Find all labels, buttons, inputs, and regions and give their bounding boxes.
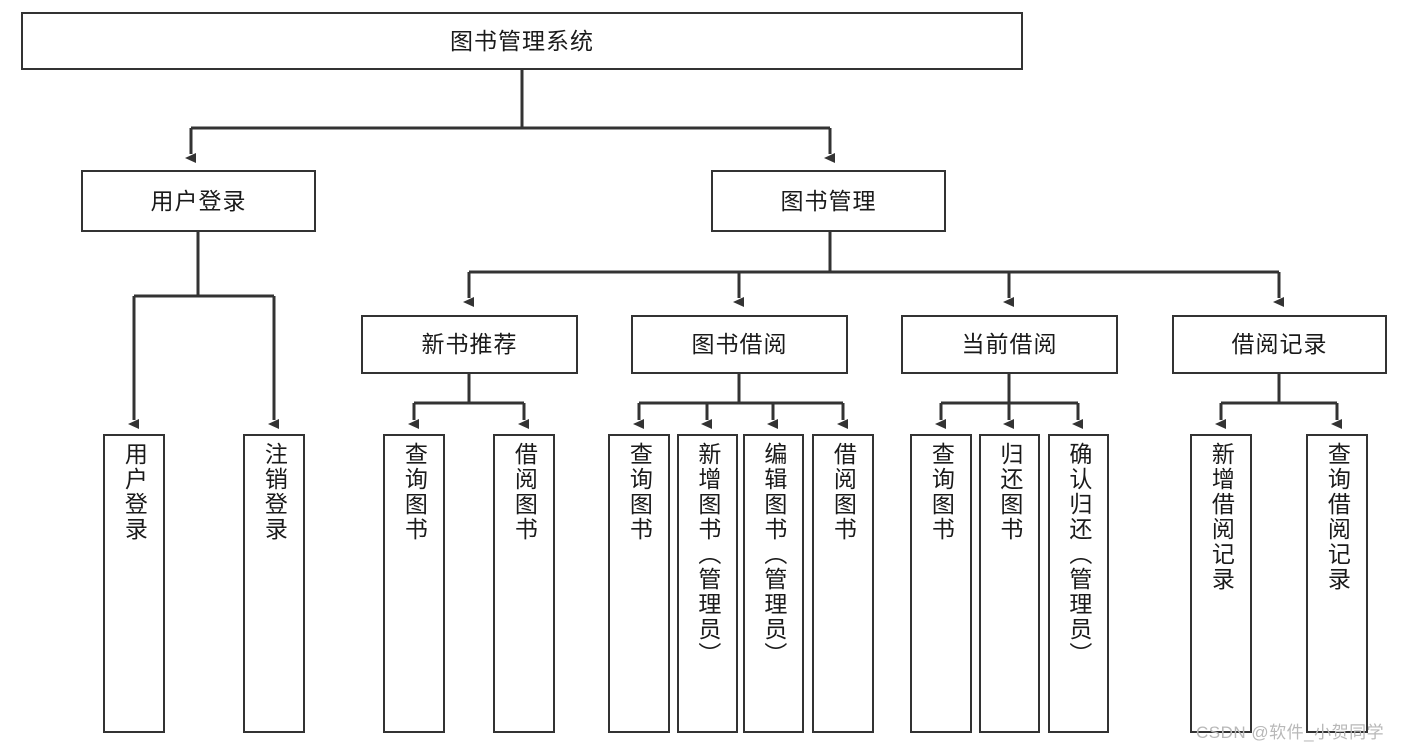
leaf-user-login-logout[interactable]: 注销登录: [243, 434, 305, 733]
leaf-current-borrow-confirm-return-admin[interactable]: 确认归还（管理员）: [1048, 434, 1109, 733]
node-new-book-recommendation[interactable]: 新书推荐: [361, 315, 578, 374]
node-label: 当前借阅: [961, 331, 1058, 358]
leaf-book-borrow-add-book-admin[interactable]: 新增图书（管理员）: [677, 434, 738, 733]
node-label: 图书借阅: [691, 331, 788, 358]
node-label: 借阅记录: [1231, 331, 1328, 358]
node-label: 注销登录: [261, 442, 288, 542]
leaf-book-borrow-query-books[interactable]: 查询图书: [608, 434, 670, 733]
leaf-book-borrow-edit-book-admin[interactable]: 编辑图书（管理员）: [743, 434, 804, 733]
node-label: 图书管理: [780, 187, 877, 214]
node-label: 用户登录: [150, 187, 247, 214]
watermark-text: CSDN @软件_小贺同学: [1196, 723, 1385, 742]
node-label: 新增图书（管理员）: [694, 442, 721, 667]
node-root-book-management-system[interactable]: 图书管理系统: [21, 12, 1023, 70]
node-book-borrow[interactable]: 图书借阅: [631, 315, 848, 374]
node-label: 编辑图书（管理员）: [760, 442, 787, 667]
node-label: 查询图书: [626, 442, 653, 542]
leaf-user-login-login[interactable]: 用户登录: [103, 434, 165, 733]
node-label: 归还图书: [996, 442, 1023, 542]
node-label: 借阅图书: [830, 442, 857, 542]
node-borrow-record[interactable]: 借阅记录: [1172, 315, 1387, 374]
leaf-current-borrow-query-books[interactable]: 查询图书: [910, 434, 972, 733]
node-book-management[interactable]: 图书管理: [711, 170, 946, 232]
node-label: 查询图书: [928, 442, 955, 542]
node-label: 借阅图书: [511, 442, 538, 542]
node-label: 新增借阅记录: [1208, 442, 1235, 592]
leaf-new-book-borrow-books[interactable]: 借阅图书: [493, 434, 555, 733]
leaf-book-borrow-borrow-books[interactable]: 借阅图书: [812, 434, 874, 733]
node-label: 图书管理系统: [450, 27, 594, 54]
leaf-borrow-record-query-record[interactable]: 查询借阅记录: [1306, 434, 1368, 733]
node-label: 确认归还（管理员）: [1065, 442, 1092, 667]
node-label: 查询借阅记录: [1324, 442, 1351, 592]
node-label: 新书推荐: [421, 331, 518, 358]
leaf-current-borrow-return-books[interactable]: 归还图书: [979, 434, 1040, 733]
node-label: 查询图书: [401, 442, 428, 542]
leaf-new-book-query-books[interactable]: 查询图书: [383, 434, 445, 733]
node-user-login[interactable]: 用户登录: [81, 170, 316, 232]
node-current-borrow[interactable]: 当前借阅: [901, 315, 1118, 374]
node-label: 用户登录: [121, 442, 148, 542]
leaf-borrow-record-add-record[interactable]: 新增借阅记录: [1190, 434, 1252, 733]
